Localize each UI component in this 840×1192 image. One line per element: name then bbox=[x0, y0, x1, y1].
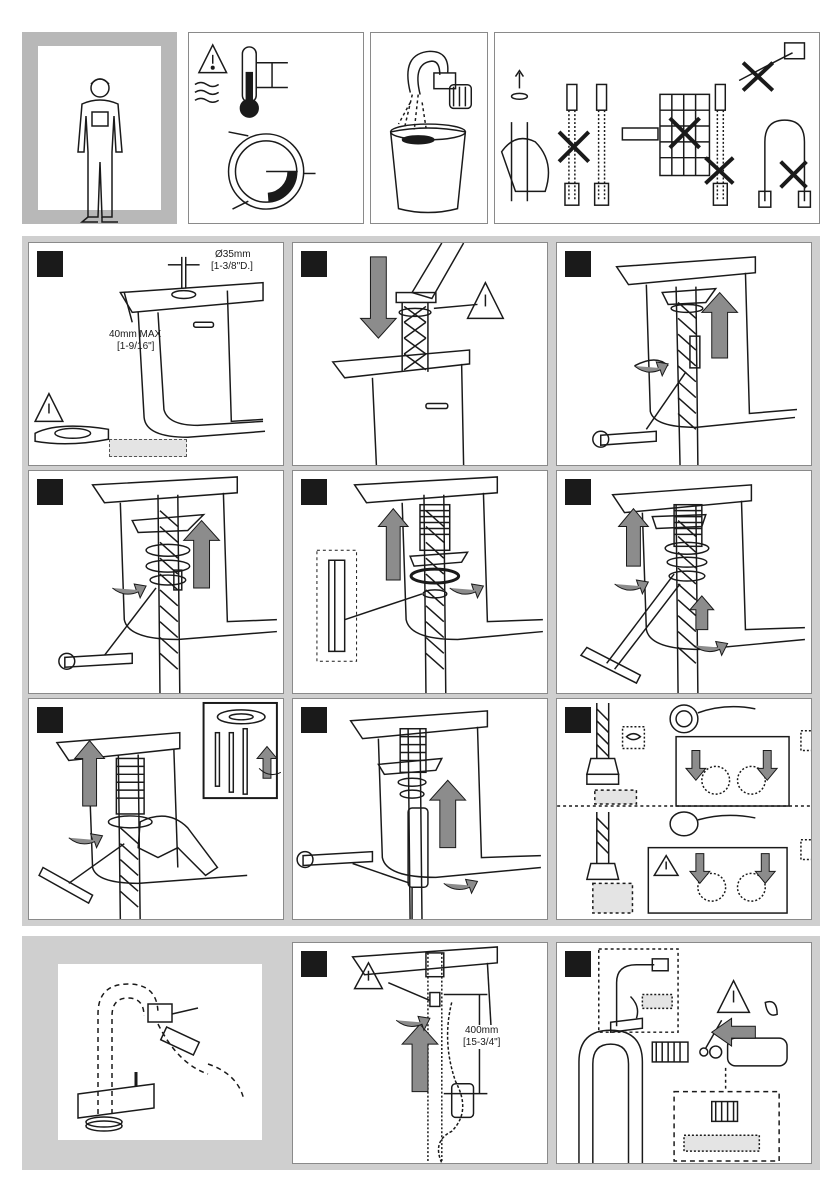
flush-pipes-icon bbox=[371, 33, 487, 223]
connect-supply-hoses-diagram bbox=[557, 699, 811, 919]
step-4-panel bbox=[28, 470, 284, 694]
hose-handling-icon bbox=[495, 33, 819, 223]
step-2-panel bbox=[292, 242, 548, 466]
hose-length-label: 400mm bbox=[465, 1025, 498, 1037]
step-5-panel bbox=[292, 470, 548, 694]
hose-length-diagram bbox=[293, 943, 547, 1163]
fit-spacer-diagram bbox=[293, 471, 547, 693]
thermometer-gauge-icon bbox=[189, 33, 363, 223]
step-11-panel bbox=[556, 942, 812, 1164]
countertop-hole-diagram bbox=[29, 243, 283, 465]
step-10-panel: 400mm [15-3/4"] bbox=[292, 942, 548, 1164]
empty-label-box bbox=[109, 439, 187, 457]
step-1-panel: Ø35mm [1-3/8"D.] 40mm MAX [1-9/16"] bbox=[28, 242, 284, 466]
step-6-panel bbox=[556, 470, 812, 694]
secure-hose-diagram bbox=[293, 699, 547, 919]
temperature-pressure-panel bbox=[188, 32, 364, 224]
step-8-panel bbox=[292, 698, 548, 920]
tighten-nut-diagram bbox=[29, 471, 283, 693]
hose-handling-panel bbox=[494, 32, 820, 224]
step-3-panel bbox=[556, 242, 812, 466]
hose-length-inch-label: [15-3/4"] bbox=[463, 1037, 500, 1049]
hole-diameter-inch-label: [1-3/8"D.] bbox=[211, 261, 253, 273]
exploded-faucet-icon bbox=[58, 964, 262, 1140]
exploded-faucet-panel bbox=[58, 964, 262, 1140]
hole-diameter-label: Ø35mm bbox=[215, 249, 251, 261]
step-7-panel bbox=[28, 698, 284, 920]
attach-spray-head-diagram bbox=[557, 943, 811, 1163]
installer-panel bbox=[22, 32, 177, 224]
hand-tighten-diagram bbox=[29, 699, 283, 919]
installer-person-icon bbox=[22, 32, 177, 224]
thickness-max-inch-label: [1-9/16"] bbox=[117, 341, 154, 353]
thickness-max-label: 40mm MAX bbox=[109, 329, 161, 341]
flush-panel bbox=[370, 32, 488, 224]
secure-spacer-diagram bbox=[557, 471, 811, 693]
insert-faucet-diagram bbox=[293, 243, 547, 465]
secure-mount-diagram bbox=[557, 243, 811, 465]
step-9-panel bbox=[556, 698, 812, 920]
